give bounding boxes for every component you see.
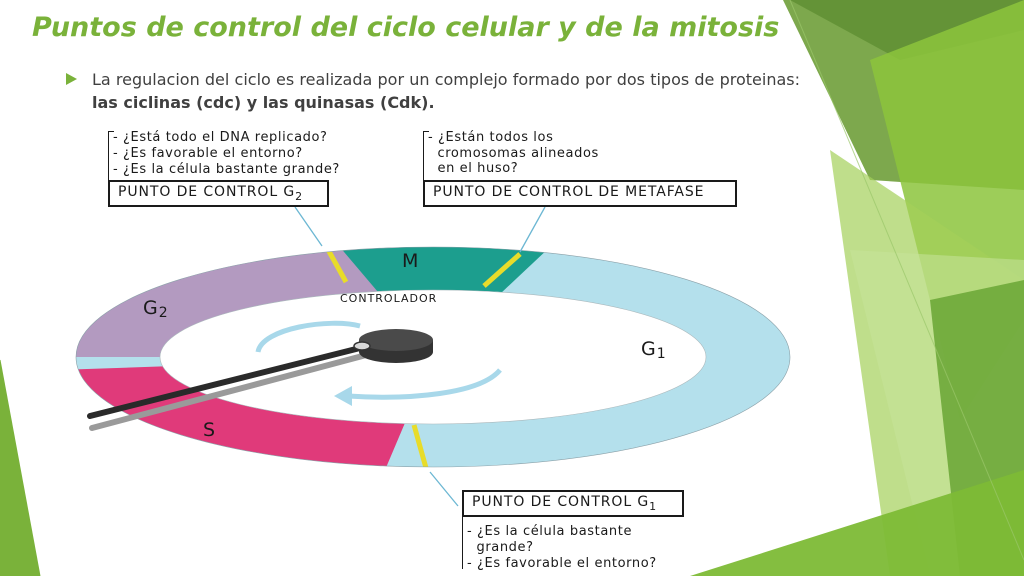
checkpoint-box-g1: PUNTO DE CONTROL G1 bbox=[462, 490, 684, 517]
question-g2-2: - ¿Es favorable el entorno? bbox=[113, 146, 303, 161]
ring-sector-m bbox=[300, 247, 600, 357]
pointer-line-metaphase bbox=[519, 206, 546, 253]
question-g1-1: - ¿Es la célula bastante grande? bbox=[467, 524, 633, 555]
phase-label-m: M bbox=[402, 250, 420, 272]
rotation-arrow-lower bbox=[347, 368, 502, 400]
deco-shape-left bbox=[0, 360, 40, 576]
pointer-line-g1 bbox=[429, 471, 459, 507]
question-g2-3: - ¿Es la célula bastante grande? bbox=[113, 162, 340, 177]
phase-label-g1: G1 bbox=[641, 338, 667, 362]
bullet-text-plain: La regulacion del ciclo es realizada por… bbox=[92, 70, 800, 89]
hand-shadow bbox=[89, 351, 373, 431]
hand-pivot bbox=[353, 341, 371, 351]
phase-label-s: S bbox=[203, 419, 217, 441]
bullet-text: La regulacion del ciclo es realizada por… bbox=[92, 68, 800, 114]
checkpoint-box-g2: PUNTO DE CONTROL G2 bbox=[108, 180, 329, 207]
bullet-text-bold: las ciclinas (cdc) y las quinasas (Cdk). bbox=[92, 93, 435, 112]
phase-label-g1-letter: G bbox=[641, 338, 657, 360]
question-g1-2: - ¿Es favorable el entorno? bbox=[467, 556, 657, 571]
ring-sector-g1-bottom bbox=[76, 357, 790, 467]
controller-label: CONTROLADOR bbox=[340, 292, 438, 305]
checkpoint-box-metaphase: PUNTO DE CONTROL DE METAFASE bbox=[423, 180, 737, 207]
pointer-line-g2 bbox=[294, 206, 323, 247]
question-metaphase-1: - ¿Están todos los cromosomas alineados … bbox=[428, 130, 599, 176]
phase-label-g2: G2 bbox=[143, 297, 169, 321]
checkpoint-marker-g1 bbox=[411, 424, 429, 467]
controller-knob bbox=[359, 329, 433, 351]
arrowhead-icon bbox=[334, 386, 352, 406]
deco-shape-top bbox=[790, 0, 1024, 60]
slide-title: Puntos de control del ciclo celular y de… bbox=[32, 12, 780, 43]
checkpoint-title-g1: PUNTO DE CONTROL G bbox=[472, 494, 650, 510]
controller-hand bbox=[87, 343, 371, 419]
controller-disk bbox=[159, 289, 707, 425]
deco-shape-bottom bbox=[690, 470, 1024, 576]
checkpoint-title-g1-sub: 1 bbox=[649, 499, 658, 513]
bullet-item: La regulacion del ciclo es realizada por… bbox=[66, 68, 800, 114]
bracket-g2 bbox=[108, 131, 114, 181]
checkpoint-title-g2: PUNTO DE CONTROL G bbox=[118, 184, 296, 200]
bracket-g1 bbox=[462, 517, 468, 569]
rotation-arrow-upper bbox=[255, 320, 361, 353]
phase-label-g2-letter: G bbox=[143, 297, 159, 319]
checkpoint-marker-metaphase bbox=[482, 252, 522, 288]
checkpoint-title-g2-sub: 2 bbox=[295, 189, 304, 203]
phase-label-g1-sub: 1 bbox=[656, 346, 667, 362]
phase-label-g2-sub: 2 bbox=[158, 305, 169, 321]
question-g2-1: - ¿Está todo el DNA replicado? bbox=[113, 130, 328, 145]
bracket-metaphase bbox=[423, 131, 429, 181]
triangle-bullet-icon bbox=[66, 73, 77, 85]
